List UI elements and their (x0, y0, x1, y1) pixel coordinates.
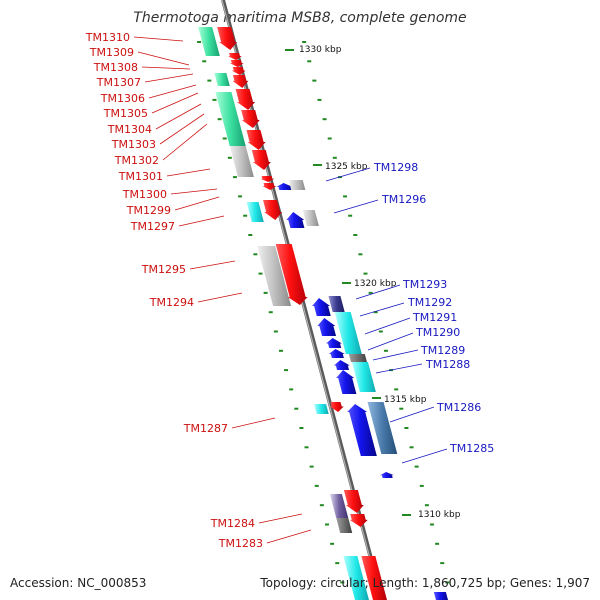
gene-arrow[interactable] (349, 514, 368, 527)
left-gene-labels: TM1310 TM1309 TM1308 TM1307 TM1306 TM130… (85, 31, 312, 550)
kbp-scale: 1330 kbp 1325 kbp 1320 kbp 1315 kbp 1310… (285, 45, 461, 520)
gene-feature[interactable] (361, 556, 387, 600)
kbp-label: 1325 kbp (325, 162, 368, 172)
gene-arrow[interactable] (263, 200, 283, 220)
gene-feature[interactable] (198, 27, 220, 56)
gene-arrow[interactable] (329, 402, 344, 412)
gene-arrow[interactable] (241, 110, 260, 128)
accession-text: Accession: NC_000853 (10, 576, 146, 590)
gene-label[interactable]: TM1285 (449, 442, 494, 455)
gene-feature[interactable] (314, 404, 329, 414)
gene-feature[interactable] (351, 362, 376, 392)
gene-label[interactable]: TM1291 (412, 311, 457, 324)
gene-arrow[interactable] (229, 60, 244, 67)
kbp-label: 1310 kbp (418, 510, 461, 520)
gene-feature[interactable] (343, 556, 369, 600)
gene-label[interactable]: TM1296 (381, 193, 426, 206)
gene-arrow[interactable] (227, 53, 242, 60)
gene-label[interactable]: TM1287 (183, 422, 228, 435)
gene-feature[interactable] (433, 592, 448, 600)
gene-label[interactable]: TM1298 (373, 161, 418, 174)
gene-label[interactable]: TM1305 (103, 107, 148, 120)
gene-feature[interactable] (214, 73, 230, 86)
gene-label[interactable]: TM1309 (89, 46, 134, 59)
gene-label[interactable]: TM1301 (118, 170, 163, 183)
gene-arrow[interactable] (336, 370, 357, 394)
gene-arrow[interactable] (347, 404, 377, 456)
gene-arrow[interactable] (326, 338, 343, 348)
gene-label[interactable]: TM1306 (100, 92, 145, 105)
gene-arrow[interactable] (333, 360, 350, 370)
gene-label[interactable]: TM1310 (85, 31, 130, 44)
gene-arrow[interactable] (276, 183, 293, 190)
gene-label[interactable]: TM1295 (141, 263, 186, 276)
gene-label[interactable]: TM1299 (126, 204, 171, 217)
gene-label[interactable]: TM1286 (436, 401, 481, 414)
gene-arrow[interactable] (317, 318, 337, 336)
gene-label[interactable]: TM1304 (107, 123, 152, 136)
gene-feature[interactable] (229, 146, 254, 177)
gene-arrow[interactable] (343, 490, 364, 513)
map-title: Thermotoga maritima MSB8, complete genom… (133, 10, 466, 26)
kbp-label: 1330 kbp (299, 45, 342, 55)
gene-feature[interactable] (336, 518, 353, 533)
gene-feature[interactable] (334, 312, 362, 354)
gene-arrow[interactable] (312, 298, 331, 316)
gene-feature[interactable] (246, 202, 264, 222)
gene-label[interactable]: TM1288 (425, 358, 470, 371)
kbp-label: 1315 kbp (384, 395, 427, 405)
kbp-label: 1320 kbp (354, 279, 397, 289)
gene-feature[interactable] (288, 180, 306, 190)
gene-arrow[interactable] (231, 67, 246, 75)
gene-arrow[interactable] (251, 150, 271, 170)
gene-arrow[interactable] (232, 75, 249, 88)
gene-label[interactable]: TM1294 (149, 296, 194, 309)
gene-label[interactable]: TM1297 (130, 220, 175, 233)
gene-arrow[interactable] (246, 130, 266, 150)
gene-arrow[interactable] (260, 176, 275, 182)
right-gene-labels: TM1298 TM1296 TM1293 TM1292 TM1291 TM129… (325, 161, 494, 464)
genome-summary-text: Topology: circular; Length: 1,860,725 bp… (259, 576, 590, 590)
gene-feature[interactable] (328, 296, 345, 312)
gene-arrow[interactable] (275, 244, 308, 305)
gene-feature[interactable] (257, 246, 292, 306)
gene-arrow[interactable] (286, 212, 305, 228)
gene-label[interactable]: TM1302 (114, 154, 159, 167)
gene-label[interactable]: TM1303 (111, 138, 156, 151)
gene-label[interactable]: TM1293 (402, 278, 447, 291)
gene-track (198, 27, 448, 600)
gene-arrow[interactable] (217, 27, 238, 50)
gene-arrow[interactable] (262, 183, 277, 190)
gene-label[interactable]: TM1283 (218, 537, 263, 550)
gene-feature[interactable] (329, 494, 349, 518)
gene-label[interactable]: TM1307 (96, 76, 141, 89)
gene-arrow[interactable] (235, 89, 256, 110)
gene-label[interactable]: TM1308 (93, 61, 138, 74)
gene-feature[interactable] (302, 210, 319, 226)
gene-label[interactable]: TM1290 (415, 326, 460, 339)
gene-arrow[interactable] (328, 349, 345, 358)
gene-label[interactable]: TM1289 (420, 344, 465, 357)
gene-feature[interactable] (367, 402, 398, 454)
gene-feature[interactable] (348, 354, 367, 362)
gene-arrow[interactable] (379, 472, 394, 478)
gene-label[interactable]: TM1300 (122, 188, 167, 201)
gene-label[interactable]: TM1284 (210, 517, 255, 530)
gene-label[interactable]: TM1292 (407, 296, 452, 309)
gene-feature[interactable] (215, 92, 246, 146)
